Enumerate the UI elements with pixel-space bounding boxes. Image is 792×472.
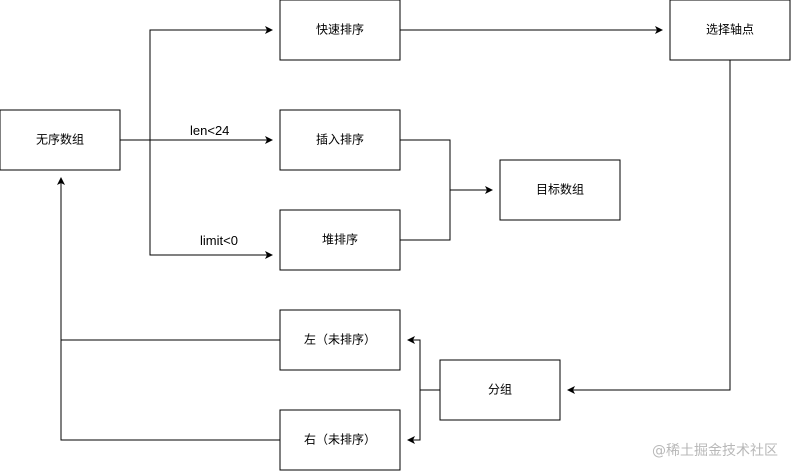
node-heap-sort-label: 堆排序 — [322, 232, 358, 247]
node-insertion-sort[interactable]: 插入排序 — [279, 109, 401, 171]
edge-partition-to-right — [407, 390, 421, 444]
node-choose-pivot[interactable]: 选择轴点 — [669, 0, 791, 61]
node-choose-pivot-label: 选择轴点 — [706, 22, 754, 37]
node-right-unsorted-label: 右（未排序） — [304, 432, 376, 447]
node-partition-label: 分组 — [488, 383, 512, 397]
node-right-unsorted[interactable]: 右（未排序） — [279, 409, 401, 471]
edge-label-len: len<24 — [190, 123, 229, 138]
node-partition[interactable]: 分组 — [439, 359, 561, 421]
node-left-unsorted[interactable]: 左（未排序） — [279, 309, 401, 371]
edge-pivot-to-partition — [567, 60, 731, 394]
node-left-unsorted-label: 左（未排序） — [304, 332, 376, 347]
edge-right-to-unsorted — [60, 340, 280, 441]
node-insertion-sort-label: 插入排序 — [316, 132, 364, 147]
node-quick-sort-label: 快速排序 — [316, 22, 364, 37]
edge-heapsort-to-target — [400, 190, 451, 241]
node-heap-sort[interactable]: 堆排序 — [279, 209, 401, 271]
edge-unsorted-to-heapsort — [149, 140, 273, 259]
node-quick-sort[interactable]: 快速排序 — [279, 0, 401, 61]
node-unsorted-array[interactable]: 无序数组 — [0, 109, 121, 171]
node-target-array-label: 目标数组 — [536, 182, 584, 197]
edge-partition-to-left — [407, 336, 440, 391]
node-unsorted-array-label: 无序数组 — [36, 132, 84, 147]
edge-left-to-unsorted — [57, 177, 280, 341]
edges — [57, 26, 731, 444]
edge-insertion-to-target — [400, 139, 493, 194]
node-target-array[interactable]: 目标数组 — [499, 159, 621, 221]
edge-label-limit: limit<0 — [200, 233, 238, 248]
watermark-text: @稀土掘金技术社区 — [652, 443, 778, 459]
